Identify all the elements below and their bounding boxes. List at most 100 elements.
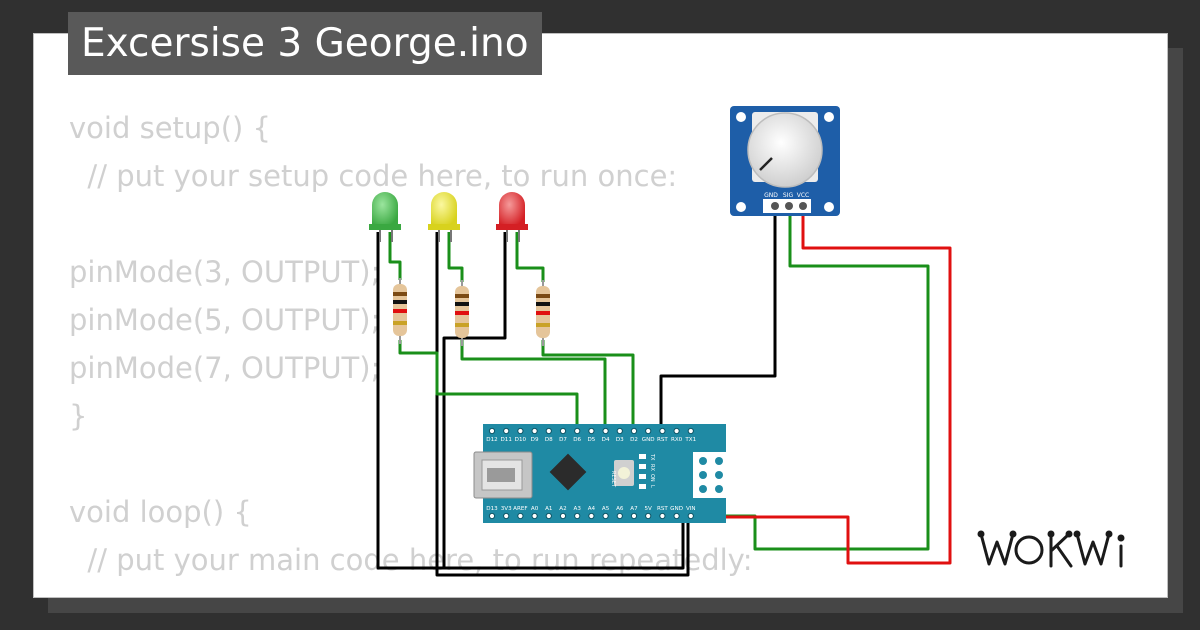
nano-pin-hole — [545, 427, 552, 435]
nano-pin-hole — [630, 427, 638, 435]
nano-pin-label: RST — [657, 437, 668, 443]
nano-pin-hole — [645, 512, 652, 520]
code-editor-background: void setup() { // put your setup code he… — [69, 104, 753, 584]
nano-pin-label: D12 — [486, 437, 497, 443]
nano-pin-hole — [503, 427, 510, 435]
wire-black-led1-gnd — [376, 232, 685, 570]
potentiometer: GND SIG VCC — [730, 106, 840, 216]
wire-green-res2-d5 — [460, 340, 607, 432]
nano-pin-hole — [488, 427, 496, 435]
wokwi-logo — [977, 530, 1125, 568]
nano-pin-label: D11 — [500, 437, 512, 443]
nano-pin-label: A7 — [630, 506, 638, 512]
nano-pin-label: GND — [670, 506, 683, 512]
nano-pin-label: RST — [657, 506, 668, 512]
nano-pin-hole — [574, 512, 581, 520]
nano-pin-label: GND — [642, 437, 655, 443]
nano-pin-hole — [503, 512, 510, 520]
pot-pin-gnd: GND — [764, 192, 778, 199]
code-line: pinMode(7, OUTPUT); — [69, 351, 381, 385]
led-green — [369, 192, 401, 242]
led-label-on: ON — [649, 474, 655, 482]
pot-pin-vcc: VCC — [797, 192, 809, 199]
nano-pin-hole — [588, 427, 595, 435]
nano-pin-label: D7 — [559, 437, 567, 443]
nano-pin-hole — [687, 512, 694, 520]
nano-pin-label: D2 — [630, 437, 638, 443]
nano-pin-hole — [559, 427, 567, 435]
nano-pin-label: VIN — [686, 506, 696, 512]
nano-pin-label: RX0 — [671, 437, 683, 443]
nano-pin-label: TX1 — [684, 437, 696, 443]
nano-pin-label: 3V3 — [501, 506, 512, 512]
nano-pin-hole — [602, 427, 609, 435]
code-line: pinMode(5, OUTPUT); — [69, 303, 381, 337]
nano-pin-label: D13 — [486, 506, 498, 512]
nano-pin-hole — [616, 512, 623, 520]
nano-pin-hole — [531, 427, 538, 435]
nano-pin-hole — [630, 512, 638, 520]
led-label-rx: RX — [649, 464, 655, 471]
wire-green-led1-res — [388, 232, 402, 280]
wire-green-res3-d3 — [541, 340, 635, 432]
code-line: // put your main code here, to run repea… — [69, 543, 753, 577]
nano-pin-label: D3 — [616, 437, 624, 443]
resistor-3 — [536, 280, 550, 346]
nano-pin-hole — [588, 512, 595, 520]
led-label-tx: TX — [649, 453, 655, 461]
reset-label: RESET — [610, 471, 616, 488]
nano-pin-hole — [488, 512, 496, 520]
nano-pin-label: D6 — [573, 437, 581, 443]
led-red — [496, 192, 528, 242]
wire-green-res1-d7 — [398, 340, 579, 432]
nano-pin-label: D5 — [587, 437, 595, 443]
resistor-1 — [393, 278, 407, 344]
code-line: } — [69, 399, 88, 433]
nano-pin-hole — [616, 427, 623, 435]
nano-pin-label: D10 — [515, 437, 527, 443]
nano-pin-label: A0 — [531, 506, 539, 512]
wire-black-pot-gnd — [659, 205, 777, 432]
nano-pin-label: A5 — [602, 506, 610, 512]
nano-pin-hole — [645, 427, 652, 435]
nano-pin-hole — [602, 512, 609, 520]
nano-pin-label: D9 — [531, 437, 539, 443]
nano-pin-hole — [517, 512, 524, 520]
nano-pin-label: A6 — [616, 506, 624, 512]
wire-green-led2-res — [447, 232, 464, 282]
wire-green-led3-res — [515, 232, 545, 282]
nano-pin-label: AREF — [513, 506, 527, 512]
project-card: void setup() { // put your setup code he… — [33, 33, 1168, 598]
code-line: // put your setup code here, to run once… — [69, 159, 678, 193]
nano-pin-label: A1 — [545, 506, 553, 512]
nano-pin-hole — [559, 512, 567, 520]
code-line: void setup() { — [69, 111, 271, 145]
led-label-l: L — [649, 485, 655, 488]
nano-pin-hole — [659, 512, 666, 520]
nano-pin-hole — [687, 427, 694, 435]
nano-pin-label: 5V — [645, 506, 653, 512]
nano-pin-hole — [673, 427, 680, 435]
nano-pin-hole — [659, 427, 666, 435]
nano-pin-hole — [531, 512, 538, 520]
wire-black-led3-gnd — [442, 232, 507, 568]
nano-pin-label: D8 — [545, 437, 553, 443]
code-line: pinMode(3, OUTPUT); — [69, 255, 381, 289]
wire-black-led2-gnd — [435, 232, 690, 577]
nano-pin-hole — [517, 427, 524, 435]
nano-pin-hole — [574, 427, 581, 435]
nano-pin-hole — [545, 512, 552, 520]
pot-pin-sig: SIG — [783, 192, 794, 199]
project-title: Excersise 3 George.ino — [68, 12, 542, 75]
nano-pin-label: A3 — [574, 506, 582, 512]
nano-pin-hole — [673, 512, 680, 520]
led-yellow — [428, 192, 460, 242]
nano-pin-label: A4 — [588, 506, 596, 512]
resistor-2 — [455, 280, 469, 346]
nano-pin-label: A2 — [559, 506, 566, 512]
code-line: void loop() { — [69, 495, 252, 529]
